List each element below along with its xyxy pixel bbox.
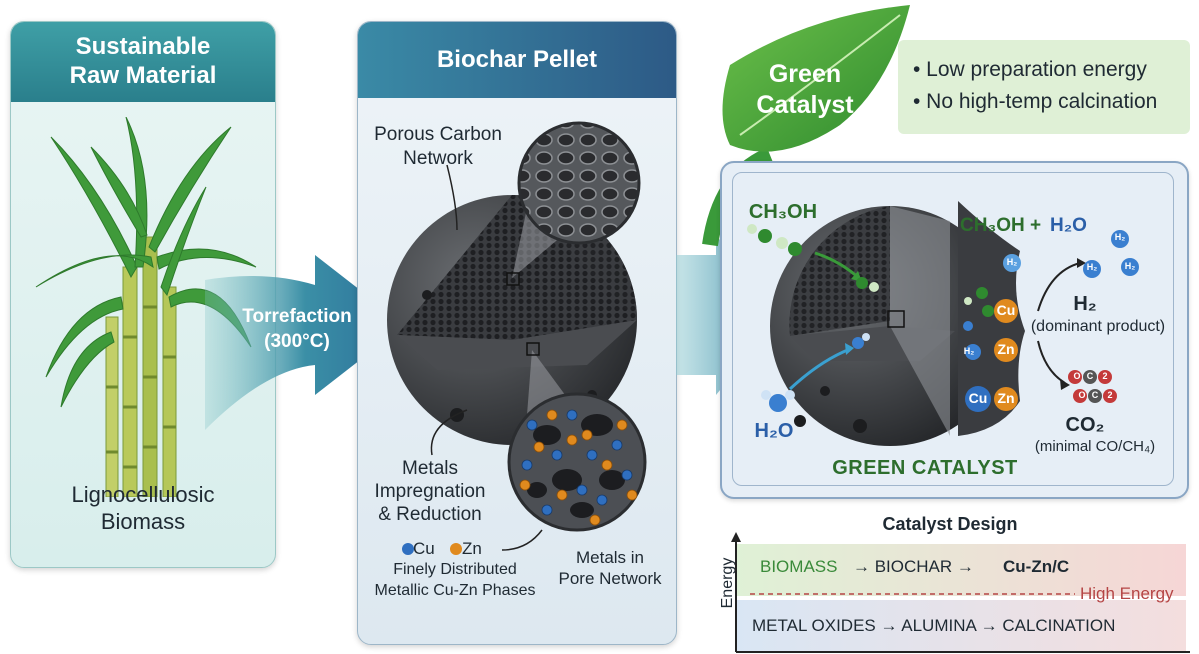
h2-molecule-tag-3: H₂ [1124,261,1136,271]
legend-zn-label: Zn [462,539,482,558]
legend-cu-label: Cu [413,539,435,558]
metals-in-pores-label-line2: Pore Network [558,569,662,588]
co2-product-label: CO₂ [1065,414,1105,436]
high-energy-threshold-label: High Energy [1080,584,1174,603]
zn-label-2: Zn [997,390,1015,406]
low-route-biochar: → BIOCHAR → [853,557,974,576]
raw-material-title-line1: Sustainable [75,33,211,60]
metals-impregnation-label-line3: & Reduction [378,504,482,525]
low-route-biomass: BIOMASS [760,557,838,576]
h2-molecule-tag-5: H₂ [963,346,975,356]
co2-molecule-2-1: 2 [1102,371,1108,381]
cu-label-2: Cu [968,390,988,406]
metallic-phases-label-line2: Metallic Cu-Zn Phases [374,582,536,599]
benefits-box [898,40,1190,134]
green-catalyst-leaf-line2: Catalyst [756,91,854,119]
energy-axis [731,532,1190,653]
catalyst-design-title: Catalyst Design [882,514,1018,534]
biochar-header [358,22,676,98]
h2-product-label: H₂ [1073,293,1097,315]
raw-material-title-line2: Raw Material [69,62,217,89]
green-catalyst-footer: GREEN CATALYST [832,457,1018,479]
h2-product-sub: (dominant product) [1030,318,1166,335]
green-catalyst-leaf-line1: Green [768,60,842,88]
co2-molecule-2-2: 2 [1107,390,1113,400]
torrefaction-label-line2: (300°C) [264,331,330,352]
low-route-cuzn: Cu-Zn/C [1003,557,1070,576]
methanol-label: CH₃OH [748,201,818,223]
torrefaction-arrow [205,255,405,430]
porous-network-label-line1: Porous Carbon [374,124,502,145]
high-energy-route: METAL OXIDES → ALUMINA → CALCINATION [752,616,1116,635]
reaction-panel-inner [732,172,1174,486]
co2-molecule-o-1: O [1073,371,1081,381]
torrefaction-label-line1: Torrefaction [242,306,352,327]
co2-product-sub: (minimal CO/CH₄) [1034,438,1156,455]
metallic-phases-label-line1: Finely Distributed [393,561,517,578]
benefit-item-2: • No high-temp calcination [913,90,1158,113]
reactants-methanol-plus: CH₃OH + [960,215,1042,236]
porous-network-label-line2: Network [403,148,473,169]
benefit-item-1: • Low preparation energy [913,58,1147,81]
biochar-title: Biochar Pellet [436,46,598,73]
water-label: H₂O [754,420,794,442]
biomass-caption-line2: Biomass [100,509,186,534]
catalyst-reaction-illustration [747,201,1139,446]
h2-molecule-tag-2: H₂ [1086,262,1098,272]
metals-in-pores-label-line1: Metals in [575,548,645,567]
metals-impregnation-label-line1: Metals [402,458,458,479]
cu-label-1: Cu [996,302,1016,318]
h2-molecule-tag-4: H₂ [1006,257,1018,267]
biomass-caption-line1: Lignocellulosic [71,482,215,507]
reactants-water: H₂O [1050,215,1087,236]
zn-label-1: Zn [997,341,1015,357]
sugarcane-illustration [35,117,257,497]
metals-impregnation-label-line2: Impregnation [374,481,486,502]
raw-material-header [11,22,275,102]
h2-molecule-tag-1: H₂ [1114,232,1126,242]
co2-molecule-c-2: C [1091,390,1099,400]
biochar-pellet-illustration [387,121,647,555]
co2-molecule-o-2: O [1078,390,1086,400]
co2-molecule-c-1: C [1086,371,1094,381]
